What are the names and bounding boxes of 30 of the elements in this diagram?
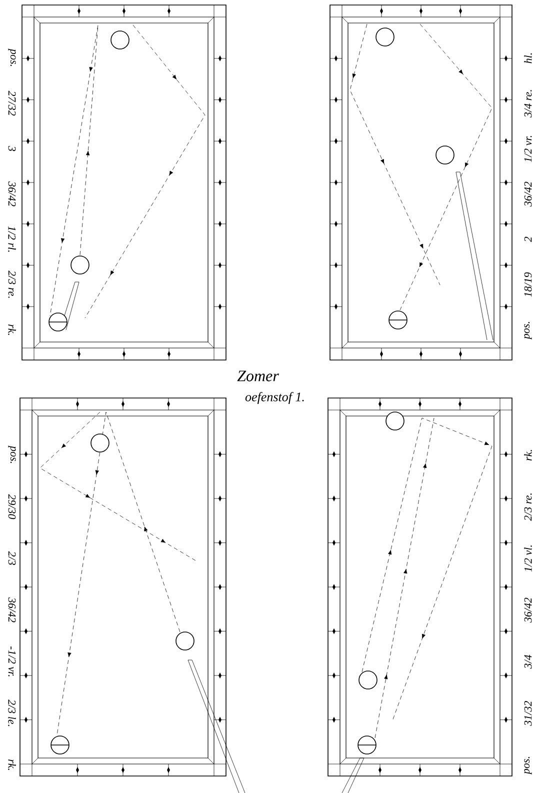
annotation-text: 36/42 <box>524 182 532 207</box>
annotation-text: 1/2 vr. <box>524 136 532 162</box>
annotation-text: 2 <box>524 236 532 242</box>
annotation-text: 2/3 <box>8 551 16 565</box>
annotation-text: 1/2 rl. <box>8 226 16 252</box>
subtitle-text: oefenstof 1. <box>245 392 304 404</box>
annotation-text: rk. <box>524 450 532 461</box>
annotation-text: 29/30 <box>8 494 16 520</box>
annotation-text: hl. <box>524 53 532 64</box>
annotation-text: rk. <box>8 324 16 335</box>
annotation-text: 3 <box>8 146 16 152</box>
annotation-text: 3/4 re. <box>524 90 532 118</box>
title-text: Zomer <box>237 370 279 382</box>
annotation-text: 27/32 <box>8 90 16 116</box>
annotation-text: pos. <box>524 757 532 775</box>
annotation-text: rk. <box>8 760 16 770</box>
annotation-text: pos. <box>8 48 16 66</box>
annotation-text: 2/3 le. <box>8 700 16 726</box>
annotation-text: pos. <box>524 322 532 340</box>
annotation-text: -1/2 vr. <box>8 646 16 676</box>
annotation-text: pos. <box>8 445 16 464</box>
annotation-text: 2/3 re. <box>8 270 16 298</box>
annotation-text: 36/42 <box>524 598 532 623</box>
annotation-text: 36/42 <box>8 597 16 622</box>
annotation-text: 36/42 <box>8 181 16 206</box>
annotation-text: 31/32 <box>524 701 532 726</box>
annotation-text: 2/3 re. <box>524 494 532 521</box>
annotation-text: 1/2 vl. <box>524 546 532 572</box>
annotation-text: 3/4 <box>524 654 532 669</box>
annotation-text: 18/19 <box>524 272 532 297</box>
